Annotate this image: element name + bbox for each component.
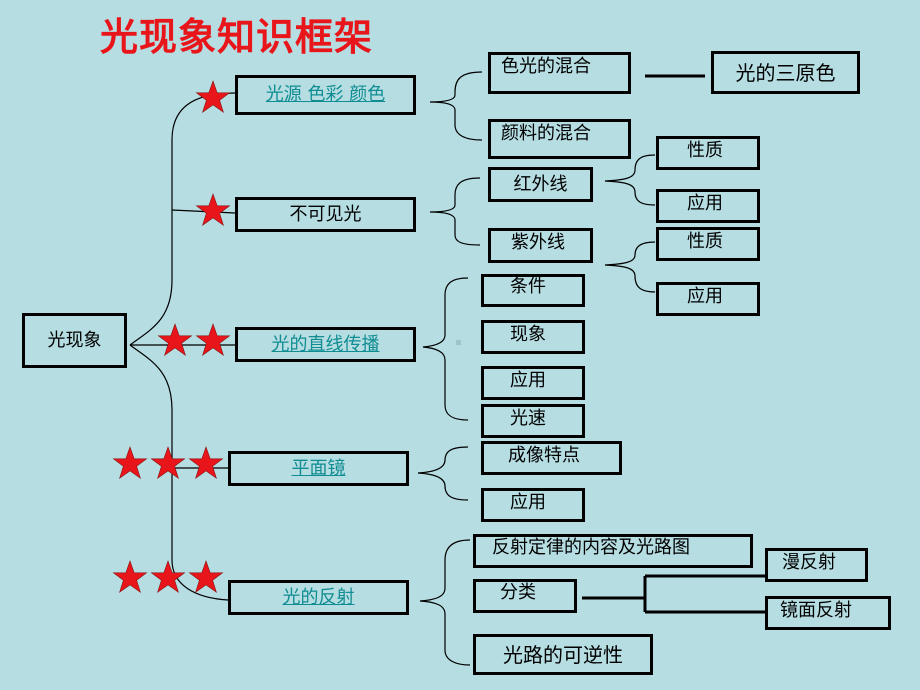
star-icon [195,323,231,356]
node-speed-label: 光速 [510,408,546,429]
node-category-label: 分类 [500,582,536,603]
brace-mirror [417,446,469,501]
topic-straight-line-link[interactable]: 光的直线传播 [271,333,380,355]
node-specular: 镜面反射 [765,596,891,630]
node-phenomenon: 现象 [481,320,585,354]
node-mirror-application-label: 应用 [510,492,546,513]
star-icon [188,446,224,479]
node-infrared-nature: 性质 [656,136,760,170]
node-mirror-application: 应用 [481,488,585,522]
topic-plane-mirror: 平面镜 [228,451,409,486]
topic-plane-mirror-link[interactable]: 平面镜 [291,457,346,479]
node-pigment-mix-label: 颜料的混合 [501,123,591,144]
star-icon [195,80,231,113]
page-title: 光现象知识框架 [100,14,374,59]
stray-dot [456,340,461,345]
node-ultraviolet-use-label: 应用 [687,286,723,307]
node-law: 反射定律的内容及光路图 [473,534,753,568]
node-ultraviolet-label: 紫外线 [511,232,565,253]
node-ultraviolet-nature: 性质 [656,227,760,261]
node-light-mix: 色光的混合 [488,52,631,94]
star-icon [150,560,186,593]
node-infrared: 红外线 [488,167,593,202]
node-pigment-mix: 颜料的混合 [488,119,631,159]
node-imaging: 成像特点 [481,441,622,475]
brace-ultraviolet [604,241,656,293]
node-phenomenon-label: 现象 [510,324,546,345]
star-icon [112,560,148,593]
node-specular-label: 镜面反射 [780,600,852,621]
star-icon [150,446,186,479]
node-ultraviolet-use: 应用 [656,282,760,316]
node-ultraviolet: 紫外线 [488,228,593,263]
root-node: 光现象 [22,313,127,368]
node-infrared-label: 红外线 [513,173,568,195]
node-infrared-use-label: 应用 [687,193,723,214]
star-icon [157,323,193,356]
node-condition-label: 条件 [510,276,546,297]
topic-invisible-light-label: 不可见光 [289,203,362,225]
node-light-primary: 光的三原色 [711,51,860,94]
node-straight-application-label: 应用 [510,370,546,391]
topic-reflection: 光的反射 [228,580,409,615]
node-speed: 光速 [481,404,585,438]
node-straight-application: 应用 [481,366,585,400]
star-icon [195,193,231,226]
node-law-label: 反射定律的内容及光路图 [492,537,690,558]
node-ultraviolet-nature-label: 性质 [687,231,723,252]
node-diffuse-label: 漫反射 [782,552,836,573]
brace-invisible [429,177,481,246]
star-icon [188,560,224,593]
root-label: 光现象 [47,329,102,351]
node-imaging-label: 成像特点 [508,445,580,466]
node-reversible-label: 光路的可逆性 [503,642,623,667]
brace-source [429,71,483,141]
brace-straight [422,277,469,421]
category-split [643,574,765,614]
node-category: 分类 [473,579,577,613]
node-diffuse: 漫反射 [765,548,868,582]
node-light-mix-label: 色光的混合 [501,56,591,77]
topic-reflection-link[interactable]: 光的反射 [282,586,355,608]
trunk-to-invisible [171,209,236,214]
node-infrared-use: 应用 [656,189,760,223]
topic-straight-line: 光的直线传播 [235,327,416,362]
brace-infrared [604,154,656,206]
topic-source-color: 光源 色彩 颜色 [235,75,416,115]
node-reversible: 光路的可逆性 [473,634,653,675]
star-icon [112,446,148,479]
node-light-primary-label: 光的三原色 [735,60,836,85]
topic-source-color-link[interactable]: 光源 色彩 颜色 [265,84,386,105]
node-condition: 条件 [481,274,585,307]
trunk-lower [129,344,229,601]
brace-reflection [419,539,471,666]
node-infrared-nature-label: 性质 [687,140,723,161]
topic-invisible-light: 不可见光 [235,197,416,232]
